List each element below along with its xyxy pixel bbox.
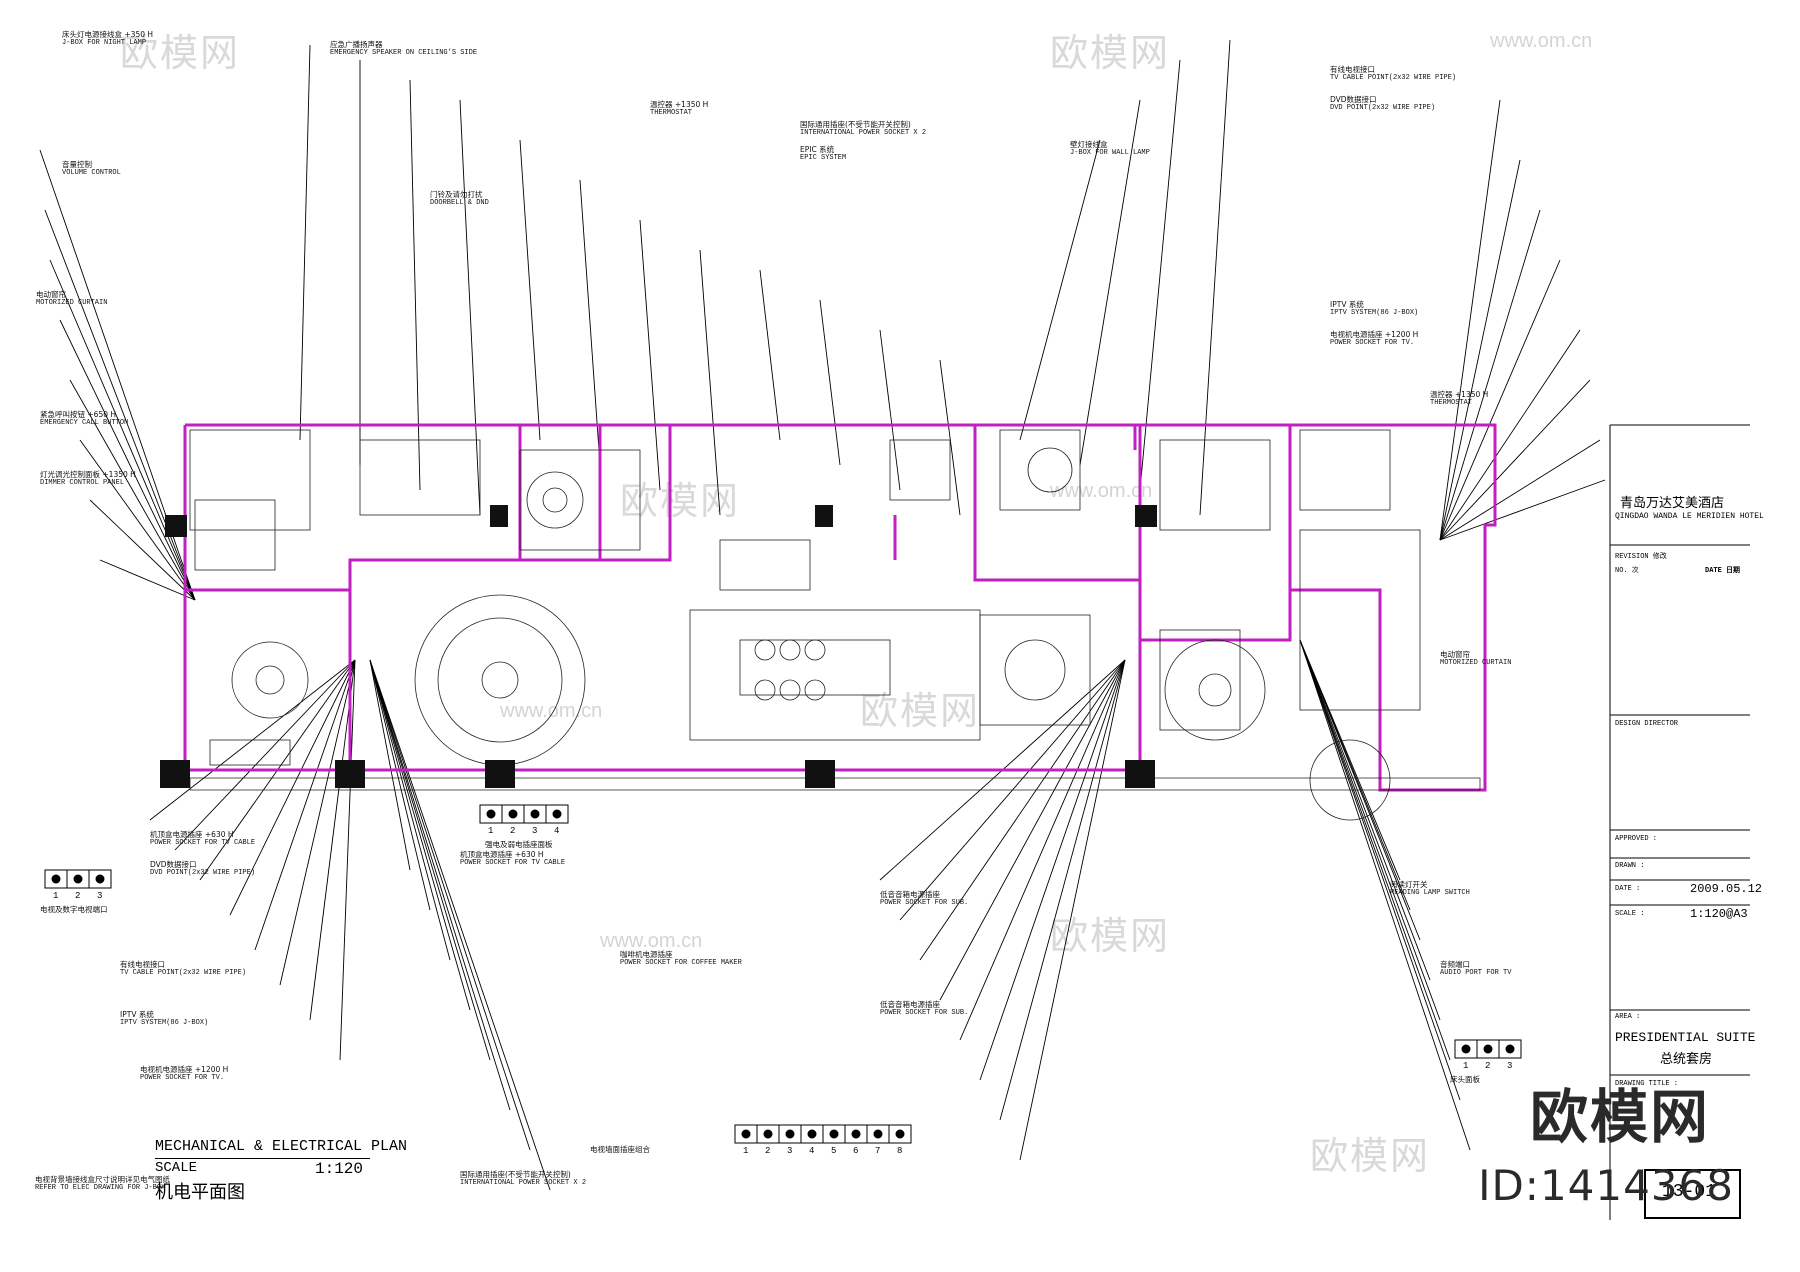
legend-caption: 床头面板 [1450, 1075, 1480, 1084]
watermark-url: www.om.cn [600, 930, 703, 952]
revision-no: NO. 次 [1615, 567, 1639, 575]
hotel-name-cn: 青岛万达艾美酒店 [1620, 496, 1725, 511]
watermark: 欧模网 [860, 689, 981, 733]
plan-title-cn: 机电平面图 [155, 1182, 245, 1203]
sheet-number: 13-01 [1662, 1182, 1717, 1202]
plan-scale-label: SCALE [155, 1160, 198, 1176]
leader-lines [39, 39, 1606, 1191]
columns [160, 505, 1157, 788]
date-value: 2009.05.12 [1690, 882, 1763, 896]
design-director: DESIGN DIRECTOR [1615, 720, 1679, 728]
area-cn: 总统套房 [1660, 1052, 1713, 1067]
model-id: ID:1414368 [1478, 1161, 1734, 1210]
date-label: DATE : [1615, 885, 1641, 893]
revision-label: REVISION 修改 [1615, 553, 1667, 561]
revision-date: DATE 日期 [1705, 567, 1741, 575]
watermark: 欧模网 [1310, 1134, 1431, 1178]
walls [183, 423, 1497, 792]
watermark: 欧模网 [120, 31, 241, 75]
watermark-url: www.om.cn [1050, 480, 1153, 502]
approved-label: APPROVED : [1615, 835, 1658, 843]
callout-note: 国际通用插座(不受节能开关控制)INTERNATIONAL POWER SOCK… [460, 1170, 587, 1187]
drawing-title-label: DRAWING TITLE : [1615, 1080, 1679, 1088]
watermark-url: www.om.cn [1490, 30, 1593, 52]
plan-title-en: MECHANICAL & ELECTRICAL PLAN [155, 1138, 408, 1155]
watermark: 欧模网 [1050, 31, 1171, 75]
drawn-label: DRAWN : [1615, 862, 1645, 870]
brand-logo: 欧模网 [1529, 1083, 1710, 1151]
legend-caption: 强电及弱电插座面板 [485, 840, 553, 849]
furniture [189, 429, 1421, 821]
plan-scale-value: 1:120 [315, 1160, 364, 1178]
scale-value: 1:120@A3 [1690, 907, 1748, 921]
legend-caption: 电视及数字电视端口 [40, 905, 108, 914]
scale-label: SCALE : [1615, 910, 1645, 918]
area-en: PRESIDENTIAL SUITE [1615, 1030, 1756, 1045]
area-label: AREA : [1615, 1013, 1641, 1021]
title-rule [155, 1158, 370, 1159]
callout-note: 国际通用插座(不受节能开关控制)INTERNATIONAL POWER SOCK… [800, 120, 927, 137]
hotel-name-en: QINGDAO WANDA LE MERIDIEN HOTEL [1615, 512, 1764, 521]
window-strip [189, 777, 1481, 791]
legend-caption: 电视墙面插座组合 [590, 1145, 650, 1154]
